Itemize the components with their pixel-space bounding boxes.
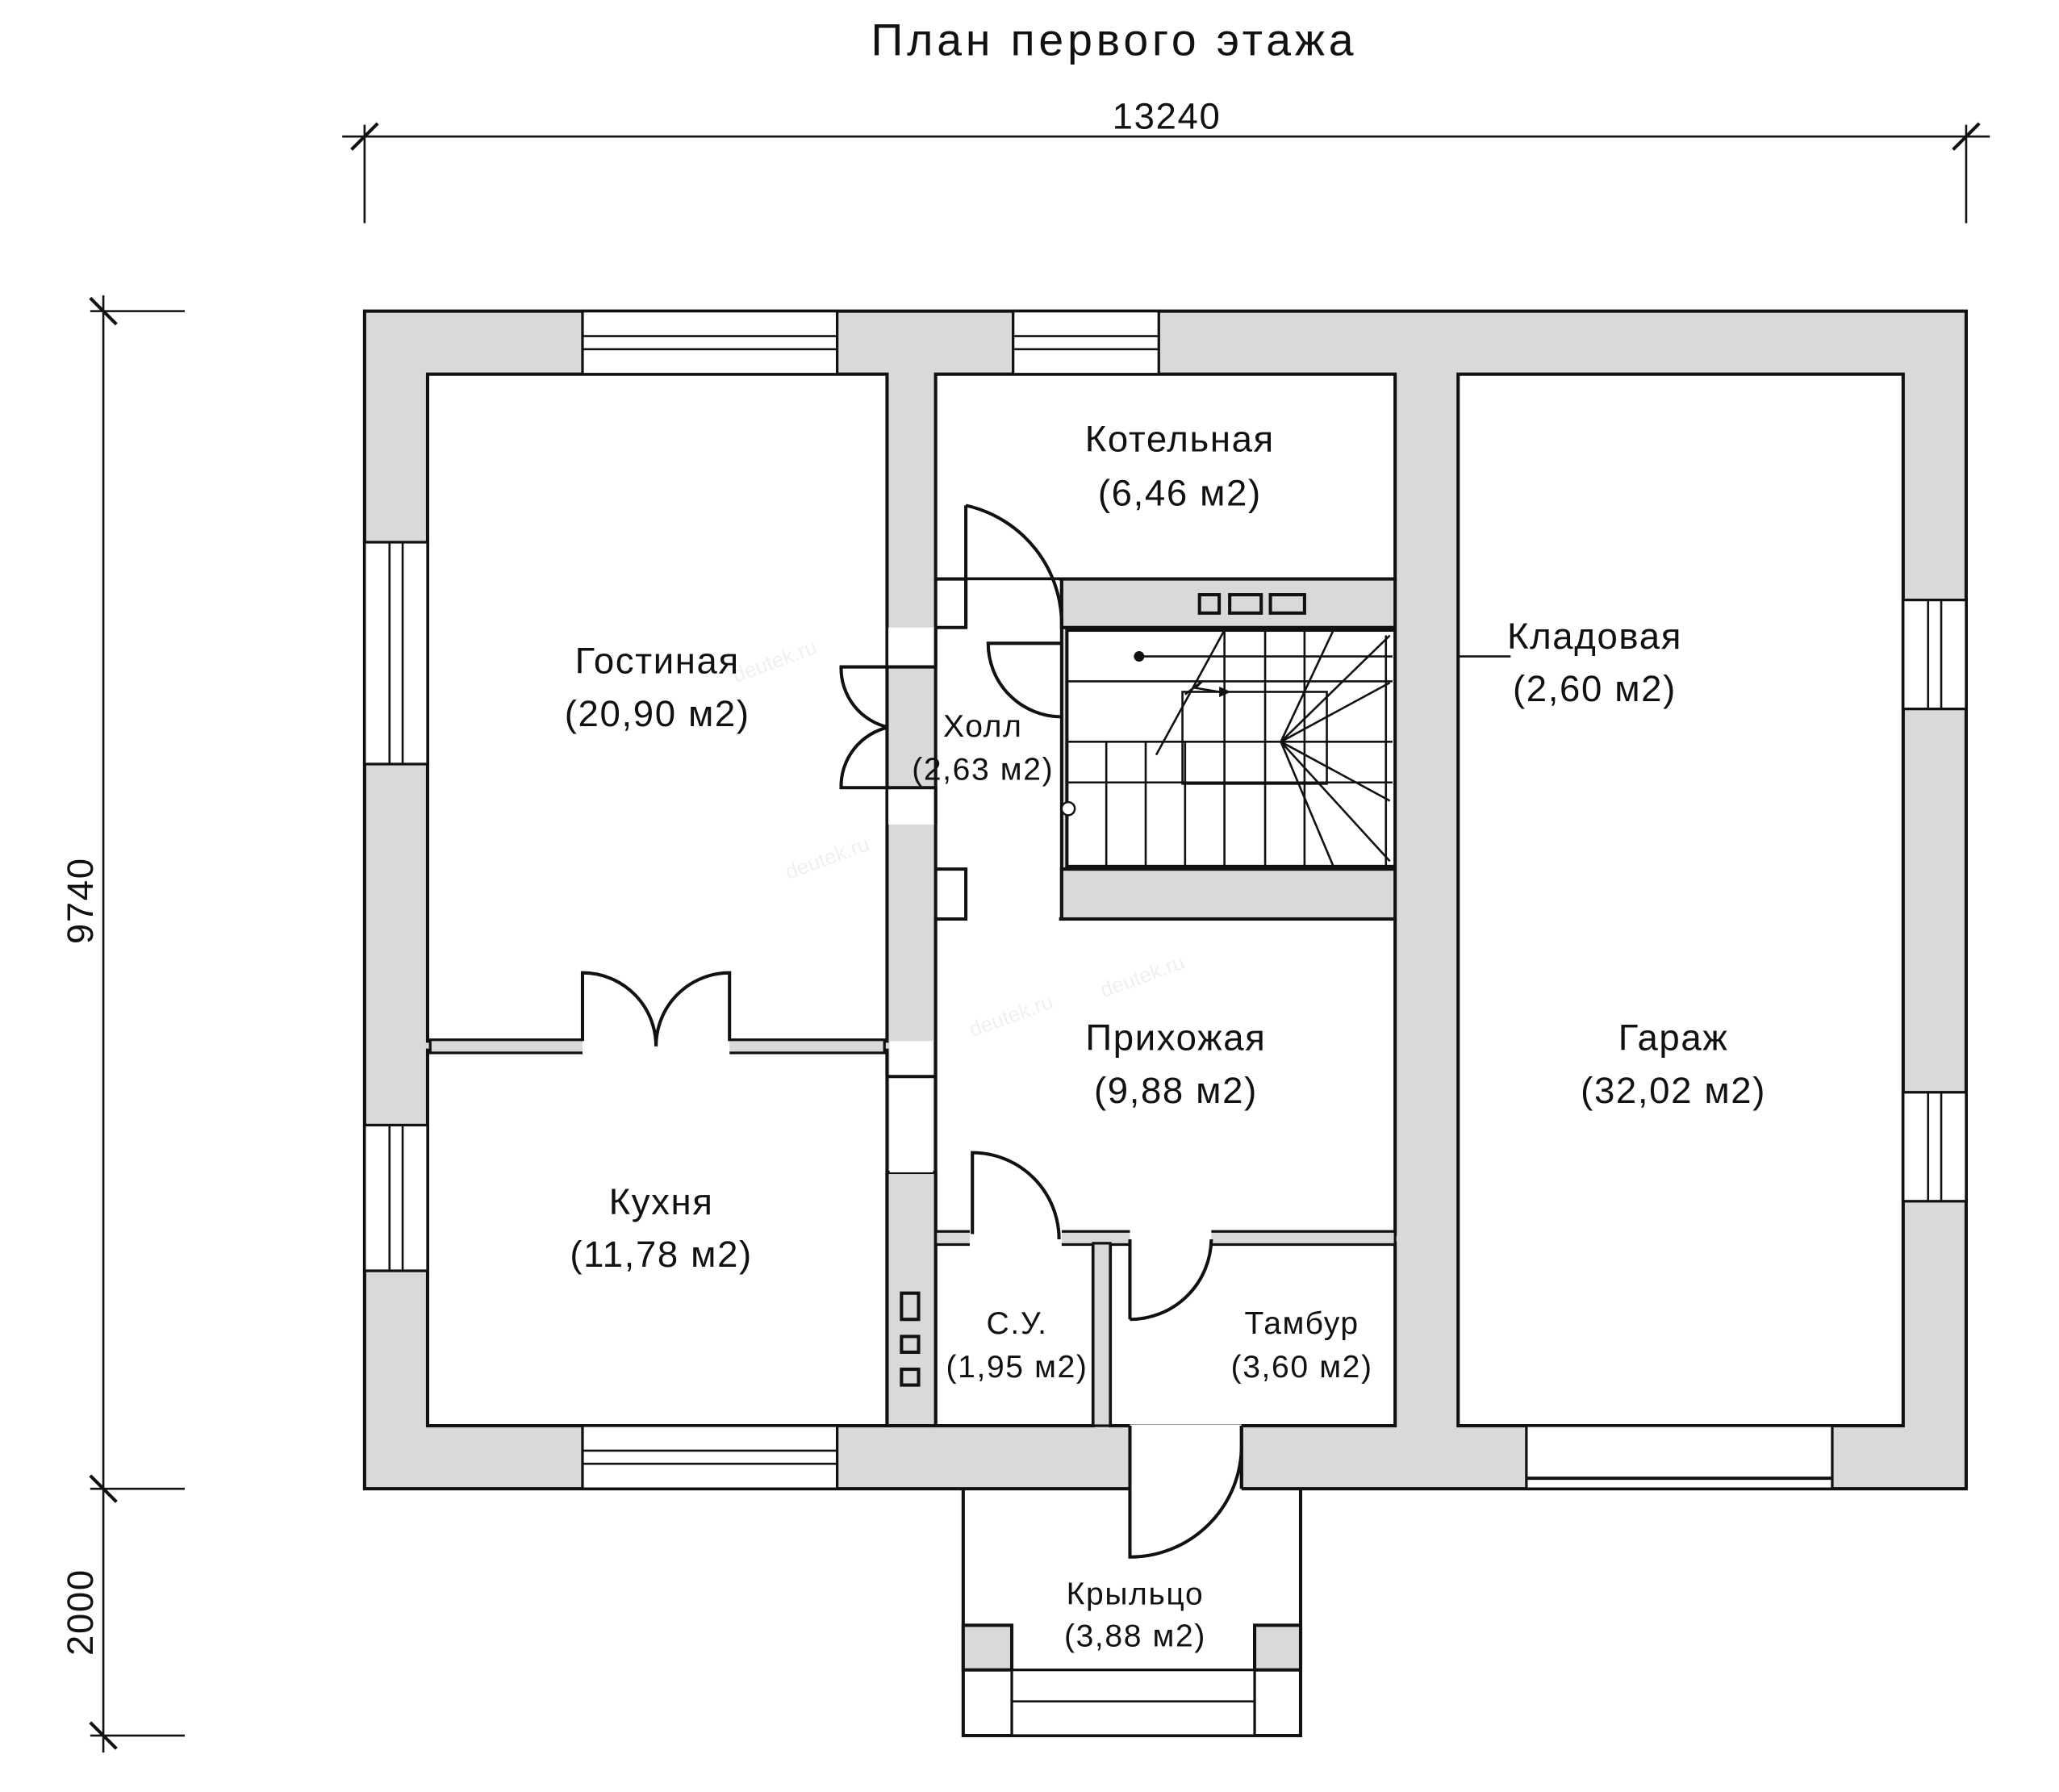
- room-name: Гараж: [1618, 1017, 1729, 1059]
- room-area: (2,63 м2): [912, 753, 1054, 787]
- wc-wall: [885, 1170, 938, 1428]
- dimension-depth: 9740 2000: [60, 295, 185, 1753]
- room-area: (3,88 м2): [1064, 1619, 1206, 1653]
- room-name: С.У.: [987, 1306, 1048, 1341]
- room-living: [425, 372, 889, 1043]
- dimension-porch-label: 2000: [60, 1569, 101, 1656]
- room-labels: Гостиная (20,90 м2) Котельная (6,46 м2) …: [565, 419, 1766, 1654]
- room-area: (1,95 м2): [946, 1350, 1088, 1385]
- room-boiler: [933, 372, 1397, 581]
- room-name: Тамбур: [1244, 1306, 1359, 1341]
- room-area: (3,60 м2): [1231, 1350, 1373, 1385]
- vent-ducts: [1197, 593, 1306, 615]
- room-name: Крыльцо: [1067, 1577, 1205, 1611]
- room-name: Котельная: [1085, 419, 1275, 460]
- stair-wall: [1059, 867, 1397, 921]
- room-wc: [933, 1241, 1095, 1428]
- room-garage: [1456, 372, 1905, 1428]
- room-area: (32,02 м2): [1581, 1070, 1766, 1111]
- room-area: (6,46 м2): [1098, 472, 1262, 513]
- room-name: Холл: [943, 709, 1023, 744]
- porch: [961, 1489, 1303, 1738]
- room-area: (11,78 м2): [570, 1234, 753, 1275]
- room-area: (2,60 м2): [1513, 668, 1677, 709]
- wc-vents: [900, 1291, 921, 1387]
- dimension-width-label: 13240: [1113, 95, 1222, 136]
- room-area: (20,90 м2): [565, 693, 750, 734]
- room-vestibule: [1109, 1241, 1397, 1428]
- room-name: Прихожая: [1085, 1017, 1266, 1059]
- dimension-width: 13240: [342, 95, 1990, 223]
- room-name: Кухня: [609, 1181, 714, 1222]
- doors: [580, 503, 1243, 1559]
- windows: [363, 309, 1968, 1490]
- dimension-depth-label: 9740: [60, 857, 101, 944]
- room-area: (9,88 м2): [1094, 1070, 1258, 1111]
- room-name: Кладовая: [1507, 616, 1682, 657]
- plan-title: План первого этажа: [871, 15, 1357, 65]
- staircase: [1060, 628, 1397, 868]
- room-name: Гостиная: [575, 641, 740, 682]
